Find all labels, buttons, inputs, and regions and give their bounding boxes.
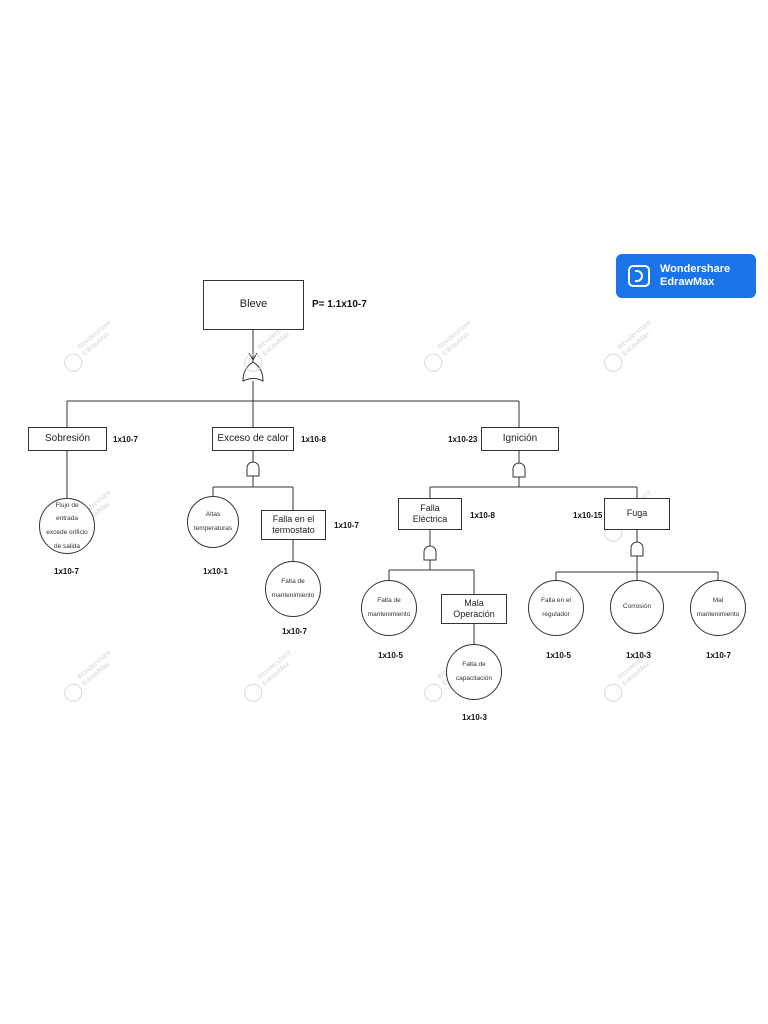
event-fuga: Fuga [604, 498, 670, 530]
probability-exceso-de-calor: 1x10-8 [301, 435, 326, 444]
probability-falta-capacitacion: 1x10-3 [462, 713, 487, 722]
basic-event-mal-mantenimiento: Mal mantenimiento [690, 580, 746, 636]
event-sobresion: Sobresión [28, 427, 107, 451]
probability-falta-mantenimiento-1: 1x10-7 [282, 627, 307, 636]
and-gate-fuga-icon [630, 541, 644, 557]
event-falla-termostato: Falla en el termostato [261, 510, 326, 540]
probability-flujo-entrada: 1x10-7 [54, 567, 79, 576]
logo-line-1: Wondershare [660, 262, 731, 275]
top-event-bleve: Bleve [203, 280, 304, 330]
probability-ignicion: 1x10-23 [448, 435, 478, 444]
and-gate-exceso-icon [246, 461, 260, 477]
event-exceso-de-calor: Exceso de calor [212, 427, 294, 451]
basic-event-flujo-entrada: Flujo de entrada excede orificio de sali… [39, 498, 95, 554]
or-gate-top-icon [242, 361, 264, 382]
probability-sobresion: 1x10-7 [113, 435, 138, 444]
probability-corrosion: 1x10-3 [626, 651, 651, 660]
probability-falla-termostato: 1x10-7 [334, 521, 359, 530]
probability-altas-temperaturas: 1x10-1 [203, 567, 228, 576]
probability-falta-mantenimiento-2: 1x10-5 [378, 651, 403, 660]
basic-event-altas-temperaturas: Altas temperaturas [187, 496, 239, 548]
event-ignicion: Ignición [481, 427, 559, 451]
probability-fuga: 1x10-15 [573, 511, 603, 520]
event-falla-electrica: Falla Eléctrica [398, 498, 462, 530]
and-gate-falla-electrica-icon [423, 545, 437, 561]
arrow-head-icon [248, 352, 258, 362]
probability-mal-mantenimiento: 1x10-7 [706, 651, 731, 660]
top-event-probability: P= 1.1x10-7 [312, 299, 367, 310]
basic-event-corrosion: Corrosión [610, 580, 664, 634]
basic-event-falta-mantenimiento-1: Falta de mantenimiento [265, 561, 321, 617]
and-gate-ignicion-icon [512, 462, 526, 478]
edrawmax-logo: Wondershare EdrawMax [616, 254, 756, 298]
basic-event-falta-capacitacion: Falta de capacitación [446, 644, 502, 700]
probability-falla-regulador: 1x10-5 [546, 651, 571, 660]
basic-event-falta-mantenimiento-2: Falta de mantenimiento [361, 580, 417, 636]
event-mala-operacion: Mala Operación [441, 594, 507, 624]
edrawmax-logo-icon [628, 265, 650, 287]
basic-event-falla-regulador: Falla en el regulador [528, 580, 584, 636]
logo-line-2: EdrawMax [660, 276, 715, 288]
probability-falla-electrica: 1x10-8 [470, 511, 495, 520]
